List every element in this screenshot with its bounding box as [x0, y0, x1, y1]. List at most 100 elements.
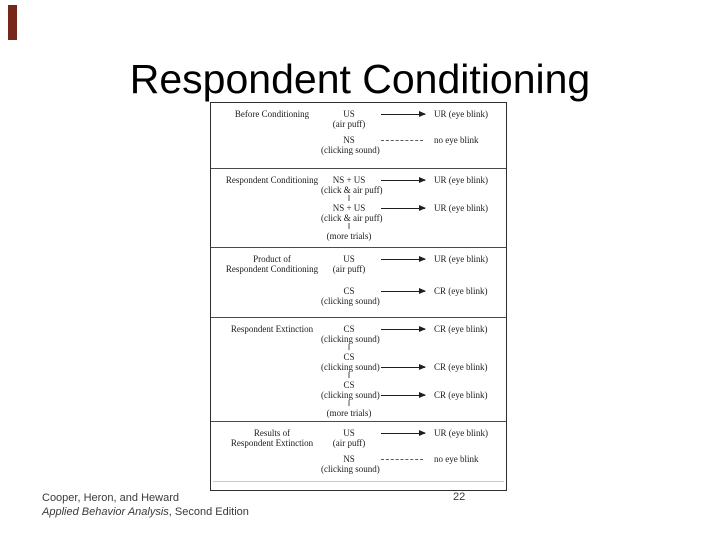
stimulus-text: CS: [343, 352, 355, 362]
section-rows: US(air puff)UR (eye blink) NS(clicking so…: [321, 109, 506, 168]
dashed-line-icon: [381, 140, 423, 141]
repeat-link-row: ‖: [321, 400, 506, 408]
accent-bar: [8, 5, 17, 40]
note-row: (more trials): [321, 408, 506, 419]
arrow-icon: [381, 326, 426, 332]
arrow-connector: [377, 203, 433, 223]
arrow-connector: [377, 428, 433, 448]
repeat-link-row: ‖: [321, 195, 506, 203]
stimulus-subtext: (clicking sound): [321, 390, 380, 400]
arrow-icon: [381, 288, 426, 294]
row-gap: [321, 274, 506, 286]
response-text: no eye blink: [434, 454, 479, 464]
arrow-connector: [377, 254, 433, 274]
footer-book-title-italic: Applied Behavior Analysis: [42, 506, 169, 518]
stimulus: NS + US(click & air puff): [321, 175, 383, 195]
section-label: Respondent Extinction: [211, 324, 321, 421]
stimulus-subtext: (clicking sound): [321, 296, 380, 306]
repeat-link-row: ‖: [321, 344, 506, 352]
diagram-row: US(air puff)UR (eye blink): [321, 109, 506, 129]
footer-citation: Cooper, Heron, and Heward Applied Behavi…: [42, 491, 249, 519]
stimulus: US(air puff): [321, 428, 377, 448]
stimulus: CS(clicking sound): [321, 352, 380, 372]
section-label-line: Results of: [253, 428, 291, 438]
stimulus-text: CS: [343, 286, 355, 296]
arrow-connector: [377, 380, 433, 400]
footer-book-title: Applied Behavior Analysis, Second Editio…: [42, 505, 249, 519]
response-text: CR (eye blink): [434, 390, 488, 400]
arrow-connector: [377, 109, 433, 129]
double-bar-icon: ‖: [347, 371, 351, 380]
section-rows: CS(clicking sound)CR (eye blink)‖CS(clic…: [321, 324, 506, 421]
note-row: (more trials): [321, 231, 506, 242]
diagram-row: CS(clicking sound) CR (eye blink): [321, 380, 506, 400]
stimulus-text: US: [343, 109, 355, 119]
stimulus-subtext: (air puff): [332, 438, 366, 448]
stimulus-text: NS: [343, 454, 355, 464]
diagram-row: CS(clicking sound) CR (eye blink): [321, 324, 506, 344]
response-text: CR (eye blink): [434, 324, 488, 334]
double-bar-icon: ‖: [347, 399, 351, 408]
section-rows: NS + US(click & air puff)UR (eye blink)‖…: [321, 175, 506, 247]
stimulus: US(air puff): [321, 109, 377, 129]
footer-authors: Cooper, Heron, and Heward: [42, 492, 179, 504]
stimulus: NS(clicking sound): [321, 135, 380, 155]
stimulus-text: NS: [343, 135, 355, 145]
section-label-line: Respondent Extinction: [230, 438, 314, 448]
stimulus-text: US: [343, 428, 355, 438]
diagram-row: NS(clicking sound) no eye blink: [321, 135, 506, 155]
footer-book-edition: , Second Edition: [168, 506, 249, 518]
section-rows: US(air puff) UR (eye blink) NS(clicking so…: [321, 428, 506, 487]
diagram-row: CS(clicking sound)CR (eye blink): [321, 352, 506, 372]
note-text: (more trials): [326, 231, 372, 241]
diagram-row: NS(clicking sound) no eye blink: [321, 454, 506, 474]
response-text: no eye blink: [434, 135, 479, 145]
stimulus-subtext: (click & air puff): [321, 185, 383, 195]
diagram-row: NS + US(click & air puff) UR (eye blink): [321, 203, 506, 223]
diagram-row: US(air puff) UR (eye blink): [321, 428, 506, 448]
arrow-icon: [381, 111, 426, 117]
arrow-connector: [377, 175, 433, 195]
stimulus: NS(clicking sound): [321, 454, 380, 474]
diagram-section: Before Conditioning US(air puff)UR (eye b…: [211, 103, 506, 168]
diagram-row: CS(clicking sound)CR (eye blink): [321, 286, 506, 306]
stimulus-text: CS: [343, 324, 355, 334]
arrow-icon: [381, 177, 426, 183]
section-label-line: Respondent Conditioning: [225, 175, 319, 185]
section-label-line: Respondent Extinction: [230, 324, 314, 334]
page-number: 22: [453, 491, 466, 503]
arrow-connector: [377, 286, 433, 306]
arrow-icon: [381, 364, 426, 370]
section-label-line: Before Conditioning: [234, 109, 310, 119]
arrow-icon: [381, 205, 426, 211]
arrow-icon: [381, 392, 426, 398]
double-bar-icon: ‖: [347, 194, 351, 203]
stimulus: NS + US(click & air puff): [321, 203, 383, 223]
double-bar-icon: ‖: [347, 343, 351, 352]
diagram-row: NS + US(click & air puff) UR (eye blink): [321, 175, 506, 195]
repeat-link-row: ‖: [321, 372, 506, 380]
response-text: UR (eye blink): [434, 428, 488, 438]
stimulus-subtext: (clicking sound): [321, 334, 380, 344]
dashed-connector: [377, 454, 433, 474]
page-title: Respondent Conditioning: [129, 56, 591, 102]
response-text: UR (eye blink): [434, 203, 488, 213]
repeat-link-row: ‖: [321, 223, 506, 231]
stimulus-subtext: (clicking sound): [321, 145, 380, 155]
section-label: Respondent Conditioning: [211, 175, 321, 247]
stimulus-text: US: [343, 254, 355, 264]
stimulus-subtext: (air puff): [332, 119, 366, 129]
stimulus-text: NS + US: [332, 175, 366, 185]
stimulus-text: NS + US: [332, 203, 366, 213]
stimulus-text: CS: [343, 380, 355, 390]
dashed-connector: [377, 135, 433, 155]
arrow-icon: [381, 256, 426, 262]
section-label-line: Respondent Conditioning: [225, 264, 319, 274]
response-text: UR (eye blink): [434, 175, 488, 185]
